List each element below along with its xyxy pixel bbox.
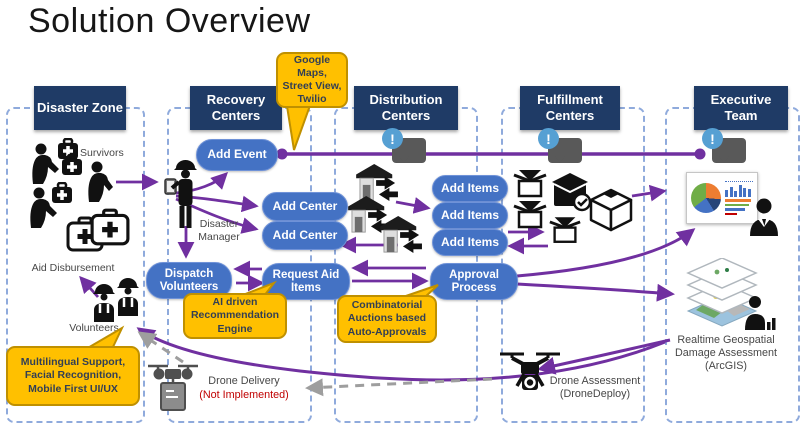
alert-icon: ! — [382, 128, 403, 149]
warehouse-icon — [356, 164, 398, 202]
survivor-icon — [62, 154, 113, 202]
geospatial-title: Realtime Geospatial Damage Assessment — [674, 334, 778, 359]
geospatial-label: Realtime Geospatial Damage Assessment (A… — [662, 334, 790, 373]
open-box-icon — [549, 217, 581, 243]
geospatial-tool: (ArcGIS) — [705, 359, 747, 372]
drone-assessment-label: Drone Assessment (DroneDeploy) — [538, 375, 652, 401]
notification-icon: ! — [538, 128, 582, 163]
header-distribution-centers: Distribution Centers — [354, 86, 458, 130]
kpi-line — [725, 203, 749, 206]
callout-ai-engine: AI driven Recommendation Engine — [183, 293, 287, 339]
open-box-icon — [513, 201, 547, 229]
kpi-line — [725, 199, 751, 202]
notification-icon: ! — [702, 128, 746, 163]
warehouse-icon — [380, 216, 422, 254]
survivor-icon — [30, 182, 72, 228]
notification-icon: ! — [382, 128, 426, 163]
dashboard-icon — [686, 172, 758, 224]
add-center-pill-1: Add Center — [262, 192, 348, 221]
disaster-manager-label: Disaster Manager — [198, 218, 240, 243]
analyst-person-icon — [745, 296, 776, 330]
closed-box-icon — [589, 188, 633, 232]
drone-assessment-tool: (DroneDeploy) — [559, 387, 631, 400]
aid-disbursement-label: Aid Disbursement — [31, 262, 115, 274]
page-title: Solution Overview — [28, 2, 311, 40]
pie-chart-icon — [691, 183, 721, 213]
executive-person-icon — [750, 198, 778, 236]
kpi-line — [725, 208, 745, 211]
callout-google-maps: Google Maps, Street View, Twilio — [276, 52, 348, 108]
survivors-label: Survivors — [80, 147, 124, 159]
open-box-icon — [513, 170, 547, 198]
bar-chart-icon — [725, 181, 753, 197]
kpi-line — [725, 212, 737, 215]
volunteer-icon — [93, 284, 115, 322]
approval-process-pill: Approval Process — [430, 263, 518, 300]
add-items-pill-2: Add Items — [432, 202, 508, 229]
alert-icon: ! — [702, 128, 723, 149]
add-items-pill-3: Add Items — [432, 229, 508, 256]
dispatch-volunteers-pill: Dispatch Volunteers — [146, 262, 232, 299]
drone-delivery-status-label: (Not Implemented) — [199, 389, 289, 401]
header-recovery-centers: Recovery Centers — [190, 86, 282, 130]
volunteer-icon — [117, 278, 139, 316]
gis-layers-icon — [686, 258, 758, 327]
alert-icon: ! — [538, 128, 559, 149]
add-center-pill-2: Add Center — [262, 221, 348, 250]
volunteers-label: Volunteers — [69, 322, 119, 334]
callout-combinatorial: Combinatorial Auctions based Auto-Approv… — [337, 295, 437, 343]
aid-kit-icon — [90, 208, 130, 246]
drone-delivery-label: Drone Delivery — [208, 375, 280, 387]
header-fulfillment-centers: Fulfillment Centers — [520, 86, 620, 130]
header-executive-team: Executive Team — [694, 86, 788, 130]
callout-multilingual: Multilingual Support, Facial Recognition… — [6, 346, 140, 406]
header-disaster-zone: Disaster Zone — [34, 86, 126, 130]
add-items-pill-1: Add Items — [432, 175, 508, 202]
add-event-pill: Add Event — [196, 139, 278, 171]
drone-assessment-title: Drone Assessment — [549, 375, 641, 387]
checked-box-icon — [552, 173, 592, 212]
